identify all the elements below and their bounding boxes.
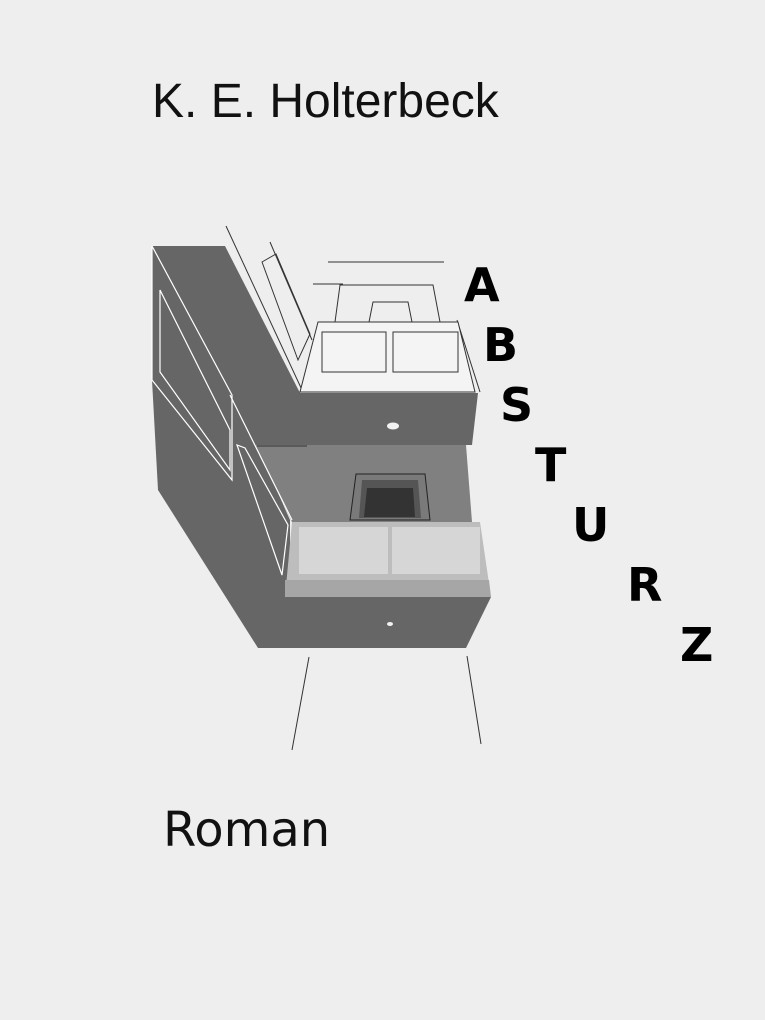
upper-light	[387, 422, 399, 430]
title-letter: B	[483, 318, 519, 372]
lower-light	[387, 622, 393, 626]
upper-slab-front	[230, 393, 478, 445]
title-letter: T	[535, 438, 567, 492]
lower-slab-front	[258, 597, 491, 648]
left-windows	[151, 245, 293, 576]
upper-rail-lines	[225, 225, 481, 447]
genre-subtitle: Roman	[163, 802, 331, 858]
building-left-face	[152, 246, 290, 648]
title-letter: R	[627, 558, 663, 612]
middle-hatch	[349, 473, 431, 521]
title-letter: U	[572, 498, 610, 552]
support-lines	[291, 655, 482, 751]
title-letter: S	[500, 378, 534, 432]
upper-slab-left	[152, 246, 300, 393]
author-name: K. E. Holterbeck	[152, 75, 499, 128]
lower-container	[285, 522, 491, 597]
title-letter: Z	[680, 618, 714, 672]
upper-container	[299, 284, 476, 393]
title-letter: A	[464, 258, 500, 312]
